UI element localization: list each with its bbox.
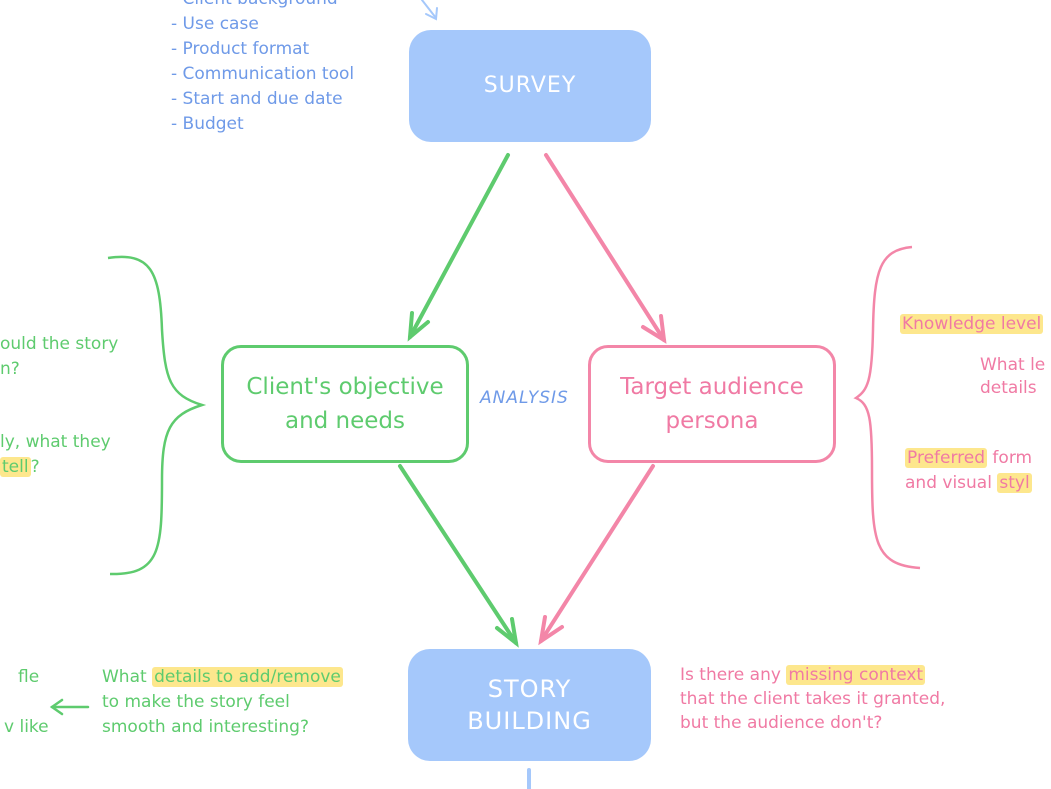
survey-item: - Budget <box>171 114 244 134</box>
text: What <box>102 667 153 687</box>
left-note-1-line1: ould the story <box>0 334 119 354</box>
text: ? <box>30 457 40 477</box>
left-brace <box>107 255 207 576</box>
survey-label: SURVEY <box>483 73 577 98</box>
story-box-line2: BUILDING <box>467 707 592 735</box>
story-left-fragment: fle v like <box>0 665 49 740</box>
text: but the audience don't? <box>680 713 883 733</box>
right-note-preferred: Preferred form and visual styl <box>905 446 1032 496</box>
highlight: tell <box>0 457 31 477</box>
highlight: styl <box>997 473 1032 493</box>
survey-item: - Product format <box>171 39 310 59</box>
client-box-line1: Client's objective <box>246 374 444 400</box>
text: and visual <box>905 473 998 493</box>
highlight: Preferred <box>905 448 988 468</box>
arrow-left-small <box>49 698 90 716</box>
arrow-into-survey <box>421 0 438 21</box>
audience-box-line1: Target audience <box>620 374 804 400</box>
text: that the client takes it granted, <box>680 689 946 709</box>
story-box-line1: STORY <box>487 675 572 703</box>
survey-node[interactable]: SURVEY <box>409 30 651 142</box>
right-note-what: What le details <box>980 354 1045 400</box>
text: v like <box>4 717 49 737</box>
audience-box-line2: persona <box>665 408 759 434</box>
survey-item: - Start and due date <box>171 89 343 109</box>
left-note-1: ould the story n? <box>0 332 118 382</box>
text: Is there any <box>680 665 787 685</box>
survey-item: - Client background <box>171 0 354 12</box>
left-note-2-line1: ly, what they <box>0 432 111 452</box>
highlight: details to add/remove <box>152 667 343 687</box>
target-audience-node[interactable]: Target audience persona <box>588 345 836 463</box>
right-brace <box>853 245 921 570</box>
analysis-label: ANALYSIS <box>480 388 569 408</box>
survey-items: - Client background - Use case - Product… <box>171 0 354 137</box>
text <box>0 690 49 715</box>
survey-item: - Use case <box>171 14 259 34</box>
text: form <box>987 448 1033 468</box>
story-missing-context-note: Is there any missing context that the cl… <box>680 663 945 735</box>
left-note-2: ly, what they tell? <box>0 430 111 480</box>
text: to make the story feel <box>102 692 290 712</box>
left-note-2-line2: tell? <box>0 455 111 480</box>
highlight: Knowledge level <box>900 314 1044 334</box>
survey-item: - Communication tool <box>171 64 355 84</box>
text: fle <box>18 667 40 687</box>
client-objective-node[interactable]: Client's objective and needs <box>221 345 469 463</box>
highlight: missing context <box>786 665 926 685</box>
arrow-client-to-story <box>398 464 519 648</box>
text: smooth and interesting? <box>102 717 309 737</box>
right-note-what-line2: details <box>980 378 1037 398</box>
right-note-what-line1: What le <box>980 355 1046 375</box>
story-building-node[interactable]: STORY BUILDING <box>408 649 651 761</box>
left-note-1-line2: n? <box>0 359 20 379</box>
arrow-survey-to-audience <box>544 153 667 344</box>
right-note-knowledge: Knowledge level <box>900 312 1044 337</box>
arrow-audience-to-story <box>538 464 655 646</box>
story-details-note: What details to add/remove to make the s… <box>102 665 343 740</box>
arrow-survey-to-client <box>407 153 510 342</box>
client-box-line2: and needs <box>284 408 406 434</box>
